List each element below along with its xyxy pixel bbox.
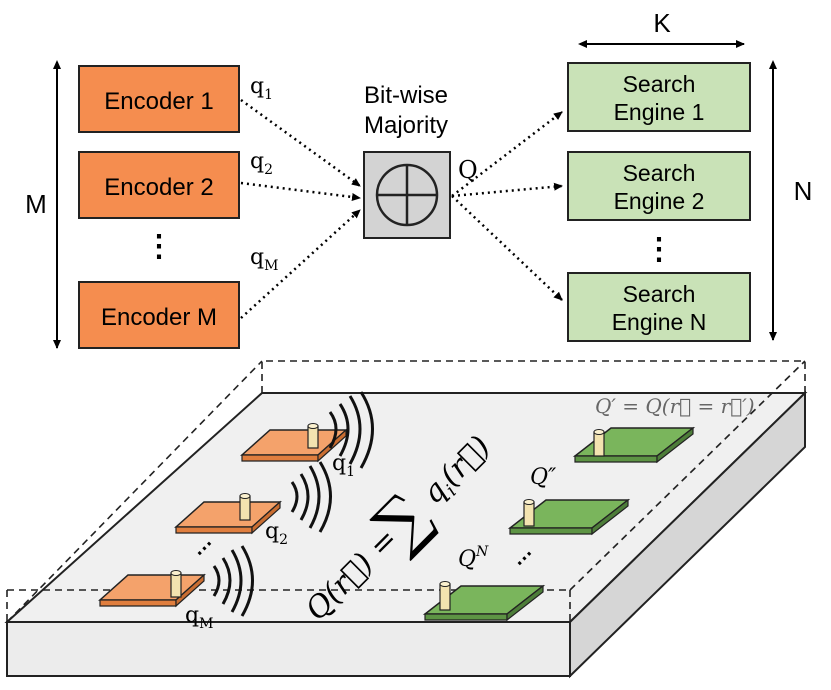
majority-title-line2: Majority	[364, 112, 448, 139]
encoder-1: Encoder 1	[78, 65, 240, 133]
q-output-label: Q	[458, 156, 478, 184]
plate-qm-label: qM	[185, 603, 213, 632]
n-dimension-label: N	[794, 176, 813, 206]
plate-engine-n-label: QN	[458, 544, 489, 572]
orange-chip-1	[240, 423, 348, 463]
encoder-m: Encoder M	[78, 281, 240, 349]
plate-q1-label: q1	[332, 451, 355, 480]
arrow-q2	[240, 181, 361, 201]
arrow-engine-n	[451, 195, 563, 301]
green-chip-1	[572, 426, 696, 464]
k-dimension-label: K	[653, 8, 671, 38]
orange-chip-2	[174, 493, 282, 535]
q1-label: q1	[250, 74, 273, 103]
qm-label: qM	[250, 245, 278, 274]
plate-q2-label: q2	[265, 519, 288, 548]
arrow-qm	[240, 209, 361, 319]
search-engine-1: Search Engine 1	[567, 62, 751, 132]
engine-ellipsis: ⋮	[644, 233, 674, 266]
q2-label: q2	[250, 149, 273, 178]
plate-engine-1-label: Q′ = Q(r⃗ = r⃗′)	[595, 394, 755, 418]
wave-icon-2	[290, 461, 332, 533]
engine-1-line1: Search	[623, 71, 696, 97]
arrow-q1	[240, 98, 361, 188]
green-chip-n	[422, 581, 546, 622]
encoder-ellipsis: ⋮	[144, 230, 174, 263]
encoder-2-label: Encoder 2	[104, 174, 213, 201]
arrow-engine-1	[451, 111, 563, 197]
engine-1-line2: Engine 1	[614, 99, 705, 125]
m-dimension-label: M	[25, 189, 47, 219]
majority-title-line1: Bit-wise	[364, 82, 448, 109]
engine-n-line1: Search	[623, 281, 696, 307]
orange-chip-m	[98, 570, 206, 608]
encoder-to-majority-arrows	[240, 98, 361, 319]
wave-icon-m	[212, 545, 254, 617]
search-engine-2: Search Engine 2	[567, 151, 751, 221]
wave-icon-1	[328, 391, 374, 469]
encoder-m-label: Encoder M	[101, 304, 217, 331]
green-chip-2	[507, 498, 631, 536]
search-engine-n: Search Engine N	[567, 272, 751, 342]
majority-block	[363, 151, 451, 239]
engine-n-line2: Engine N	[612, 309, 707, 335]
majority-to-engine-arrows	[451, 111, 563, 301]
engine-2-line2: Engine 2	[614, 188, 705, 214]
plate-engine-2-label: Q″	[530, 465, 557, 490]
engine-2-line1: Search	[623, 160, 696, 186]
encoder-1-label: Encoder 1	[104, 88, 213, 115]
encoder-2: Encoder 2	[78, 151, 240, 219]
xor-circle-plus-icon	[375, 163, 439, 227]
arrow-engine-2	[451, 182, 563, 198]
